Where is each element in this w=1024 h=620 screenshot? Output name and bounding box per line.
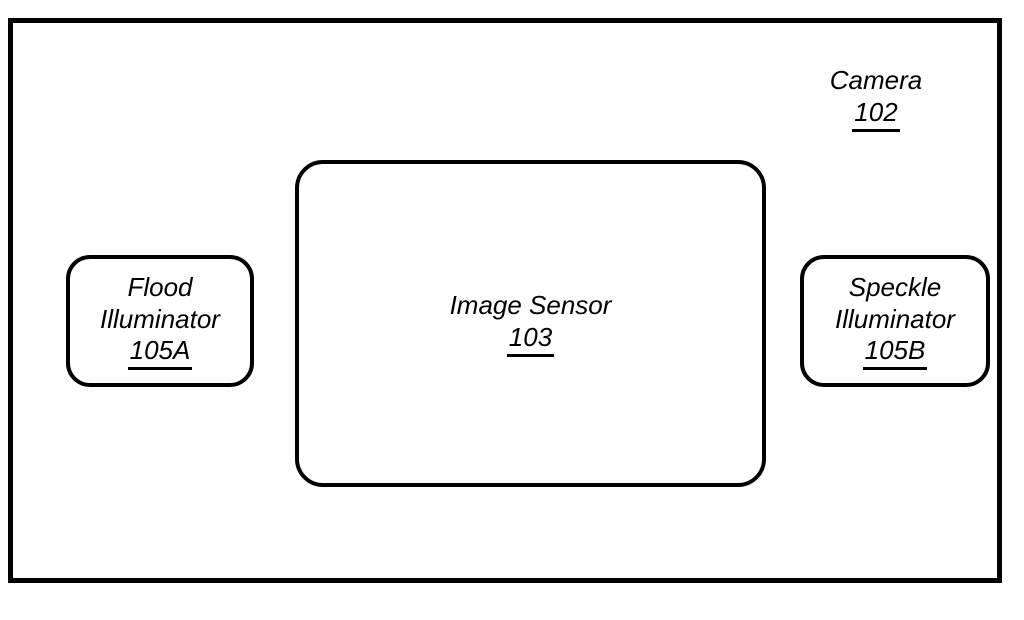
image-sensor-name: Image Sensor	[449, 290, 612, 321]
flood-illuminator-name: Flood Illuminator	[100, 271, 220, 334]
speckle-illuminator-box: Speckle Illuminator 105B	[800, 255, 990, 387]
camera-name: Camera	[829, 65, 923, 95]
flood-illuminator-ref-number: 105A	[127, 335, 193, 371]
flood-illuminator-box: Flood Illuminator 105A	[66, 255, 254, 387]
image-sensor-ref-number: 103	[506, 322, 555, 357]
camera-ref-number: 102	[852, 97, 900, 132]
image-sensor-box: Image Sensor 103	[295, 160, 766, 487]
speckle-illuminator-ref-number: 105B	[862, 335, 928, 371]
camera-label: Camera 102	[808, 65, 944, 132]
camera-outline-box: Camera 102 Flood Illuminator 105A Image …	[8, 18, 1002, 583]
speckle-illuminator-name: Speckle Illuminator	[835, 271, 955, 334]
